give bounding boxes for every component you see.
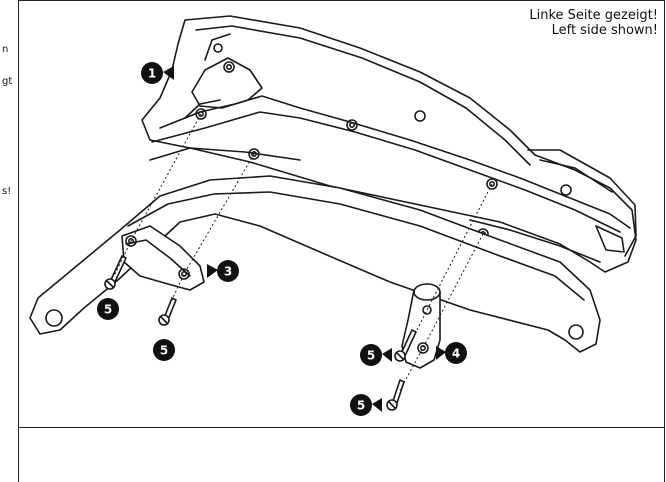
assembly-diagram-panel	[18, 0, 665, 428]
empty-lower-panel	[18, 427, 665, 482]
screw-d	[386, 379, 405, 411]
svg-text:5: 5	[160, 344, 168, 358]
svg-text:3: 3	[224, 265, 232, 279]
cut-text-3: s!	[2, 186, 12, 197]
callout-4: 4	[436, 342, 467, 364]
cut-text-2: gt	[2, 76, 13, 87]
side-note-english: Left side shown!	[551, 23, 658, 38]
svg-text:5: 5	[104, 303, 112, 317]
side-note-german: Linke Seite gezeigt!	[529, 8, 658, 23]
handguard-shell	[141, 15, 637, 273]
svg-text:5: 5	[357, 399, 365, 413]
callout-3: 3	[207, 260, 239, 282]
clamp-part-3	[121, 225, 205, 291]
callout-5d: 5	[350, 394, 382, 416]
callout-5c: 5	[360, 344, 392, 366]
previous-panel-strip: n gt s!	[0, 0, 19, 482]
cut-text-1: n	[2, 44, 9, 55]
screw-b	[158, 297, 177, 326]
svg-text:1: 1	[148, 67, 156, 81]
callout-5b: 5	[153, 339, 175, 361]
handguard-mounting-bar	[29, 175, 601, 353]
screw-a	[104, 255, 127, 290]
assembly-guide-lines	[113, 113, 493, 391]
svg-text:5: 5	[367, 349, 375, 363]
callout-5a: 5	[97, 298, 119, 320]
callout-1: 1	[141, 62, 174, 84]
clamp-part-4	[401, 283, 441, 369]
svg-text:4: 4	[452, 347, 460, 361]
side-note: Linke Seite gezeigt! Left side shown!	[529, 8, 658, 38]
screw-c	[394, 329, 417, 362]
